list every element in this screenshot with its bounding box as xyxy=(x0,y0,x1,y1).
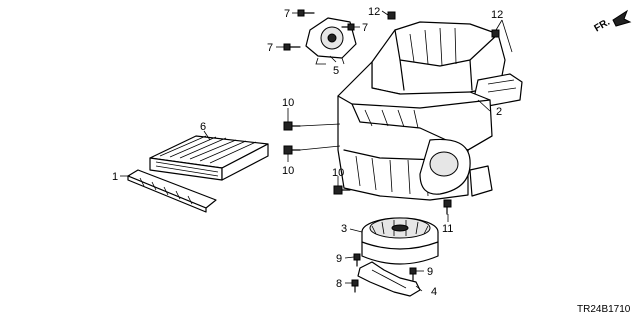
callout-9a: 9 xyxy=(336,253,342,265)
callout-8: 8 xyxy=(336,278,342,290)
callout-3: 3 xyxy=(341,223,347,235)
front-direction-indicator: FR. xyxy=(592,9,632,35)
screw-10a xyxy=(283,121,301,131)
callout-4: 4 xyxy=(431,286,437,298)
motor-bracket xyxy=(357,261,421,297)
blower-housing xyxy=(337,21,523,201)
screw-11 xyxy=(443,199,452,215)
callout-11: 11 xyxy=(442,223,453,235)
callout-10a: 10 xyxy=(282,97,294,109)
callout-7c: 7 xyxy=(267,42,273,54)
direction-arrow-icon xyxy=(612,9,632,27)
callouts: 12 12 7 7 7 5 2 10 10 10 11 6 1 3 9 9 4 … xyxy=(112,6,503,298)
direction-label: FR. xyxy=(592,17,612,35)
cabin-filter xyxy=(149,135,269,181)
callout-7a: 7 xyxy=(284,8,290,20)
screw-9a xyxy=(353,253,361,267)
callout-12b: 12 xyxy=(491,9,503,21)
drawing-code: TR24B1710 xyxy=(577,304,631,315)
leader-lines xyxy=(120,10,513,292)
mode-motor xyxy=(305,17,357,65)
callout-6: 6 xyxy=(200,121,206,133)
nut-12b xyxy=(491,29,500,38)
callout-2: 2 xyxy=(496,106,502,118)
screw-10b xyxy=(283,145,301,155)
screw-7c xyxy=(283,43,301,51)
screw-8 xyxy=(351,279,359,293)
callout-5: 5 xyxy=(333,65,339,77)
callout-12a: 12 xyxy=(368,6,380,18)
blower-motor xyxy=(361,217,439,265)
callout-7b: 7 xyxy=(362,22,368,34)
screw-9b xyxy=(409,267,417,281)
filter-cover xyxy=(127,169,217,213)
screw-7a xyxy=(297,9,315,17)
callout-1: 1 xyxy=(112,171,118,183)
nut-12a xyxy=(387,11,396,20)
callout-10b: 10 xyxy=(282,165,294,177)
callout-9b: 9 xyxy=(427,266,433,278)
callout-10c: 10 xyxy=(332,167,344,179)
